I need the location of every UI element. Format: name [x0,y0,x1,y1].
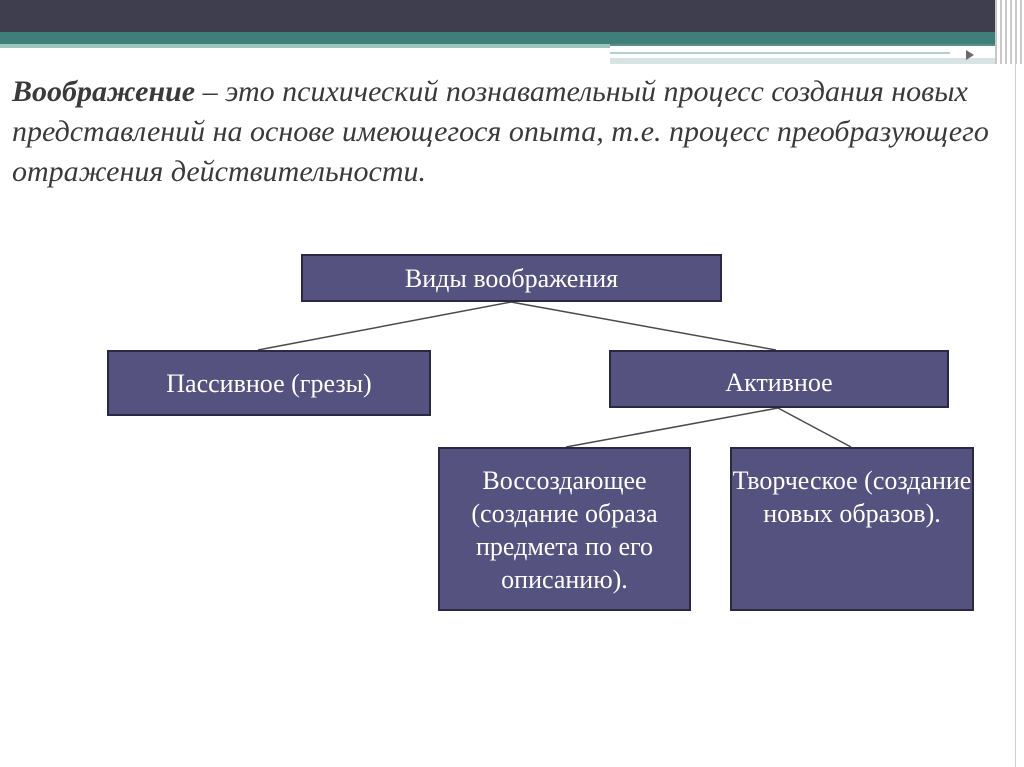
connector-root-passive [257,301,512,351]
node-label: Активное [725,368,833,397]
node-passive: Пассивное (грезы) [107,350,431,416]
node-imagination-types: Виды воображения [301,254,722,302]
connector-active-recreative [565,407,779,448]
header-accent-line [610,44,1024,46]
frame-line [1015,64,1016,767]
header-accent-line [610,58,1024,64]
header-accent-bar [0,32,1024,44]
triangle-marker-icon [966,50,974,60]
definition-text: Воображение – это психический познавател… [12,72,1012,192]
node-creative: Творческое (создание новых образов). [730,447,974,611]
node-label: Творческое (создание новых образов). [732,466,972,528]
node-label: Воссоздающее (создание образа предмета п… [471,466,658,594]
header-band [0,0,1024,32]
connector-root-active [510,301,777,351]
connector-active-creative [777,407,852,448]
header-accent-light [0,44,610,48]
definition-body: – это психический познавательный процесс… [12,75,989,188]
header-stripes [995,0,1024,64]
node-recreative: Воссоздающее (создание образа предмета п… [438,447,691,611]
header-accent-line [610,52,950,54]
node-active: Активное [609,350,949,408]
node-label: Виды воображения [404,263,619,293]
definition-term: Воображение [12,75,196,108]
node-label: Пассивное (грезы) [166,368,372,398]
